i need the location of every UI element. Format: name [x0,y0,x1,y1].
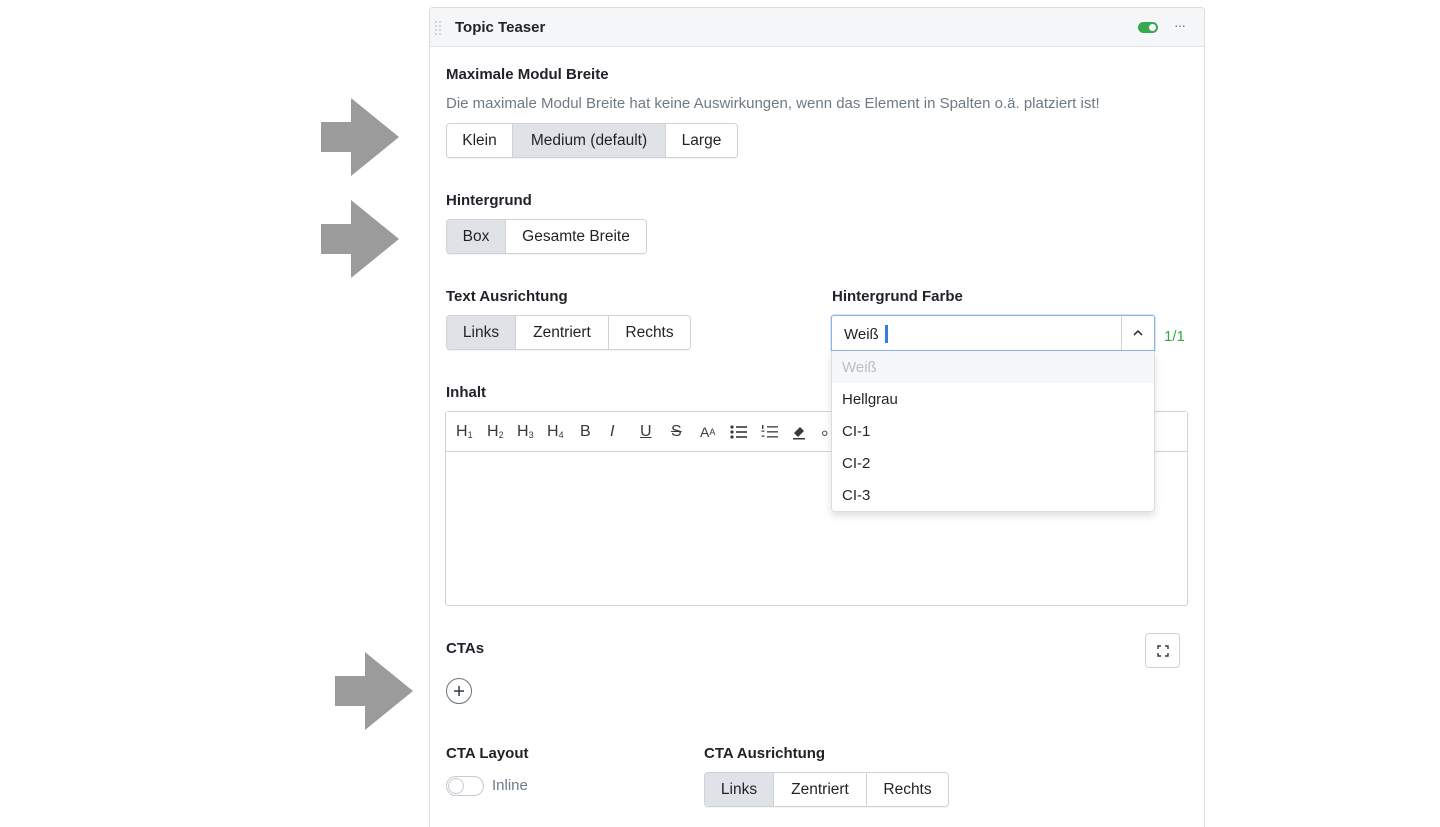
max-width-label: Maximale Modul Breite [446,66,609,83]
background-color-label: Hintergrund Farbe [832,288,963,305]
more-options-icon[interactable]: ··· [1174,17,1186,33]
eraser-icon[interactable] [791,422,807,442]
annotation-arrow-icon [321,98,401,176]
bullet-list-icon[interactable] [730,422,748,442]
ctas-label: CTAs [446,640,485,657]
max-width-help-text: Die maximale Modul Breite hat keine Ausw… [446,95,1100,112]
background-option-box[interactable]: Box [447,220,506,253]
cta-alignment-label: CTA Ausrichtung [704,745,826,762]
bold-icon[interactable]: B [580,423,591,440]
underline-icon[interactable]: U [640,423,652,440]
text-alignment-option-left[interactable]: Links [447,316,516,349]
dropdown-option-ci-3[interactable]: CI-3 [842,486,871,504]
selection-counter: 1/1 [1164,328,1185,345]
background-color-value[interactable]: Weiß [844,326,879,343]
cta-inline-label: Inline [492,777,528,794]
text-alignment-option-right[interactable]: Rechts [609,316,690,349]
plus-icon [454,686,464,696]
strikethrough-icon[interactable]: S [671,423,682,440]
numbered-list-icon[interactable] [761,422,779,442]
text-alignment-button-group: Links Zentriert Rechts [446,315,691,350]
content-label: Inhalt [446,384,486,401]
text-alignment-option-center[interactable]: Zentriert [516,316,609,349]
italic-icon[interactable]: I [610,423,615,440]
link-icon[interactable] [821,422,831,442]
text-alignment-label: Text Ausrichtung [446,288,568,305]
background-label: Hintergrund [446,192,532,209]
expand-icon[interactable] [1145,633,1180,668]
background-option-full-width[interactable]: Gesamte Breite [506,220,646,253]
cta-layout-label: CTA Layout [446,745,529,762]
add-cta-button[interactable] [446,678,472,704]
max-width-option-medium[interactable]: Medium (default) [513,124,666,157]
max-width-button-group: Klein Medium (default) Large [446,123,738,158]
dropdown-option-white: Weiß [832,351,1154,383]
drag-handle-icon[interactable] [435,21,441,35]
panel-title: Topic Teaser [455,19,546,36]
cta-alignment-option-right[interactable]: Rechts [867,773,948,806]
annotation-arrow-icon [321,200,401,278]
cta-inline-switch[interactable] [446,776,484,796]
max-width-option-small[interactable]: Klein [447,124,513,157]
visibility-toggle[interactable] [1138,22,1158,33]
max-width-option-large[interactable]: Large [666,124,737,157]
text-cursor [885,325,888,343]
dropdown-option-ci-2[interactable]: CI-2 [842,454,871,472]
background-button-group: Box Gesamte Breite [446,219,647,254]
cta-alignment-button-group: Links Zentriert Rechts [704,772,949,807]
cta-alignment-option-center[interactable]: Zentriert [774,773,867,806]
annotation-arrow-icon [335,652,415,730]
background-color-dropdown: Weiß Hellgrau CI-1 CI-2 CI-3 [831,351,1155,512]
chevron-up-icon[interactable] [1121,316,1154,350]
panel-header: Topic Teaser ··· [430,8,1204,47]
dropdown-option-light-gray[interactable]: Hellgrau [842,390,898,408]
background-color-select[interactable]: Weiß [831,315,1155,351]
dropdown-option-ci-1[interactable]: CI-1 [842,422,871,440]
cta-alignment-option-left[interactable]: Links [705,773,774,806]
